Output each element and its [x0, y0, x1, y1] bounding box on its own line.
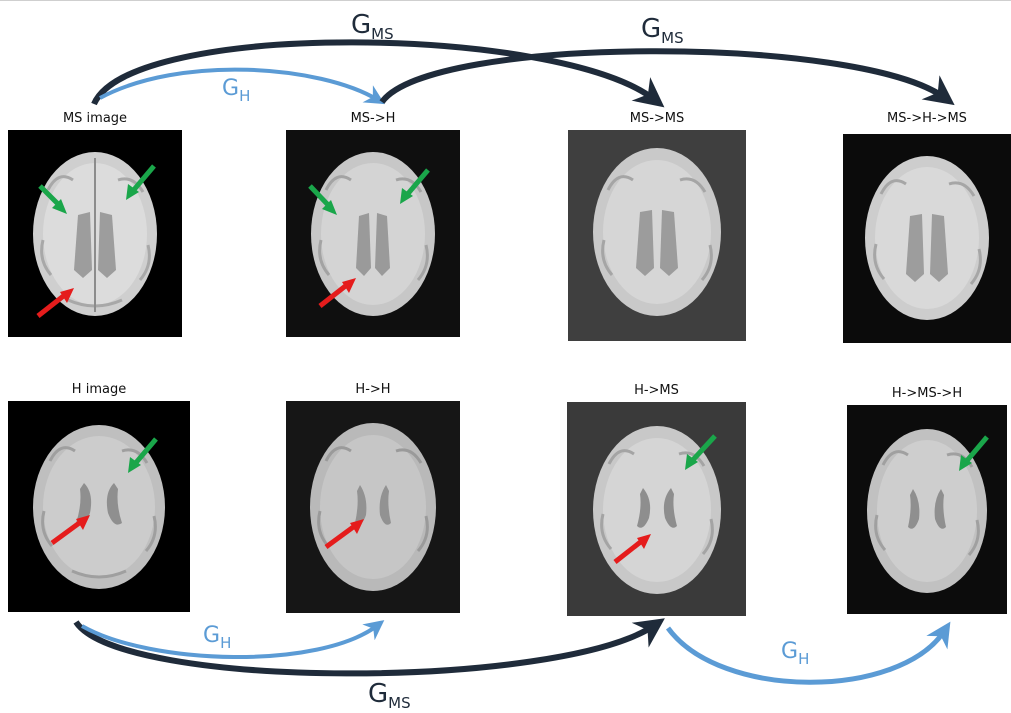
green-arrow-icon [128, 437, 158, 473]
arrow-ms-image-to-ms-h [99, 67, 385, 105]
panel-title-h-to-ms-to-h: H->MS->H [891, 386, 963, 401]
panel-title-h-image: H image [71, 382, 127, 397]
brain-scan-h-to-h [286, 401, 460, 613]
panel-h-to-ms-to-h: H->MS->H [847, 386, 1007, 614]
green-arrow-icon [38, 184, 67, 214]
panel-title-ms-to-h: MS->H [350, 111, 396, 126]
g-ms-label-top-left: GMS [351, 10, 394, 43]
arrow-h-ms-to-h-ms-h [665, 621, 951, 685]
red-arrow-icon [613, 534, 651, 564]
green-arrow-icon [400, 168, 430, 204]
brain-scan-ms-to-h [286, 130, 460, 337]
panel-h-to-h: H->H [286, 382, 460, 613]
brain-scan-h-image [8, 401, 190, 612]
brain-scan-ms-to-ms [568, 130, 746, 341]
arrow-h-image-to-h-h [81, 620, 385, 659]
panel-h-to-ms: H->MS [567, 383, 746, 616]
green-arrow-icon [685, 434, 717, 470]
red-arrow-icon [318, 278, 356, 308]
green-arrow-icon [308, 184, 337, 215]
g-ms-label-bottom: GMS [368, 679, 411, 712]
panel-title-ms-to-h-to-ms: MS->H->MS [887, 111, 967, 126]
panel-ms-to-h: MS->H [286, 111, 460, 337]
panel-ms-image: MS image [8, 111, 182, 337]
panel-h-image: H image [8, 382, 190, 612]
brain-scan-ms-image [8, 130, 182, 337]
red-arrow-icon [50, 515, 90, 546]
panel-ms-to-ms: MS->MS [568, 111, 746, 341]
red-arrow-icon [324, 519, 364, 550]
brain-scan-ms-to-h-to-ms [843, 134, 1011, 343]
brain-scan-h-to-ms-to-h [847, 405, 1007, 614]
panel-title-h-to-ms: H->MS [634, 383, 679, 398]
panel-title-ms-to-ms: MS->MS [629, 111, 685, 126]
panel-title-ms-image: MS image [62, 111, 128, 126]
g-h-label-bottom-left: GH [203, 623, 232, 652]
panel-title-h-to-h: H->H [355, 382, 391, 397]
green-arrow-icon [959, 435, 989, 471]
top-border-line [0, 0, 1011, 1]
panel-ms-to-h-to-ms: MS->H->MS [843, 111, 1011, 343]
arrow-ms-h-to-ms-h-ms [379, 48, 955, 106]
arrow-h-image-to-h-ms [73, 618, 665, 677]
red-arrow-icon [36, 288, 74, 318]
arrow-ms-image-to-ms-ms [91, 39, 665, 108]
g-ms-label-top-right: GMS [641, 14, 684, 47]
brain-scan-h-to-ms [567, 402, 746, 616]
g-h-label-bottom-right: GH [781, 639, 810, 668]
g-h-label-top: GH [222, 76, 251, 105]
green-arrow-icon [126, 164, 156, 200]
